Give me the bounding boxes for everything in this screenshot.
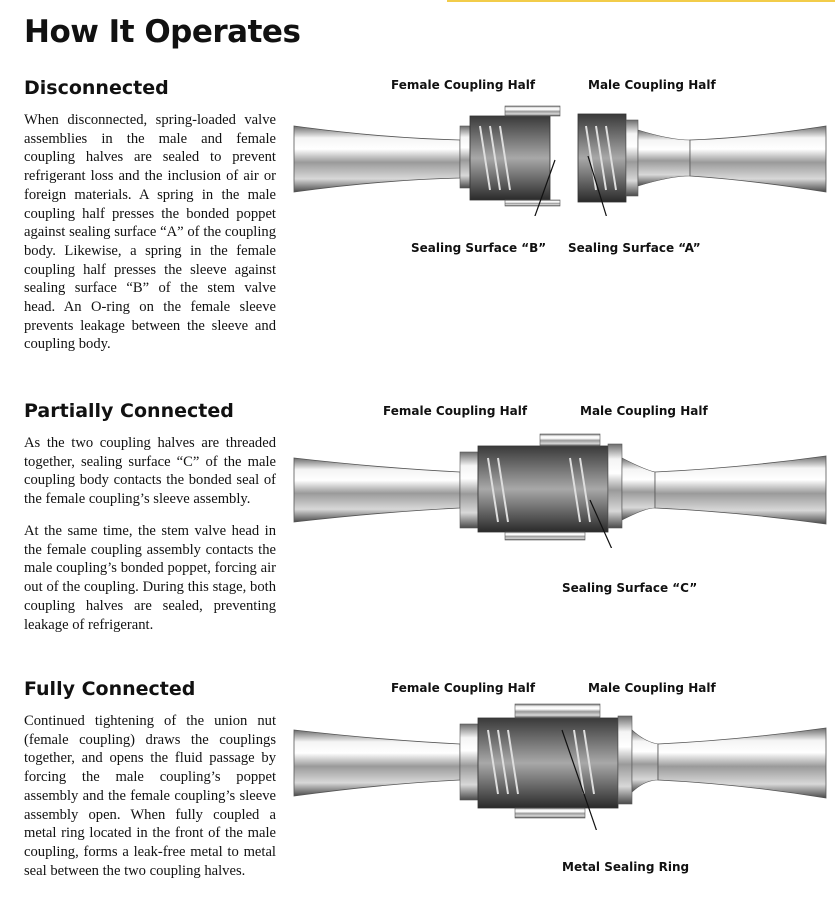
label-metal-sealing-ring: Metal Sealing Ring bbox=[562, 860, 690, 874]
section-text-disconnected: When disconnected, spring-loaded valve a… bbox=[24, 112, 276, 353]
label-female-coupling-half: Female Coupling Half bbox=[391, 681, 536, 695]
label-female-coupling-half: Female Coupling Half bbox=[391, 78, 536, 92]
label-male-coupling-half: Male Coupling Half bbox=[588, 681, 716, 695]
section-heading-disconnected: Disconnected bbox=[24, 77, 169, 99]
label-sealing-surface-c: Sealing Surface “C” bbox=[562, 581, 698, 595]
coupling-diagram-disconnected bbox=[293, 105, 827, 216]
page-title: How It Operates bbox=[24, 14, 301, 50]
section-heading-partially-connected: Partially Connected bbox=[24, 400, 234, 422]
label-male-coupling-half: Male Coupling Half bbox=[588, 78, 716, 92]
label-sealing-surface-a: Sealing Surface “A” bbox=[568, 241, 701, 255]
section-text-partially-connected-1: As the two coupling halves are threaded … bbox=[24, 435, 276, 508]
section-text-partially-connected-2: At the same time, the stem valve head in… bbox=[24, 523, 276, 633]
coupling-diagram-partially-connected bbox=[293, 433, 827, 548]
section-text-fully-connected: Continued tightening of the union nut (f… bbox=[24, 713, 276, 879]
coupling-diagram-fully-connected bbox=[293, 703, 827, 830]
label-sealing-surface-b: Sealing Surface “B” bbox=[411, 241, 547, 255]
section-heading-fully-connected: Fully Connected bbox=[24, 678, 196, 700]
label-male-coupling-half: Male Coupling Half bbox=[580, 404, 708, 418]
top-accent-line bbox=[447, 0, 835, 2]
label-female-coupling-half: Female Coupling Half bbox=[383, 404, 528, 418]
